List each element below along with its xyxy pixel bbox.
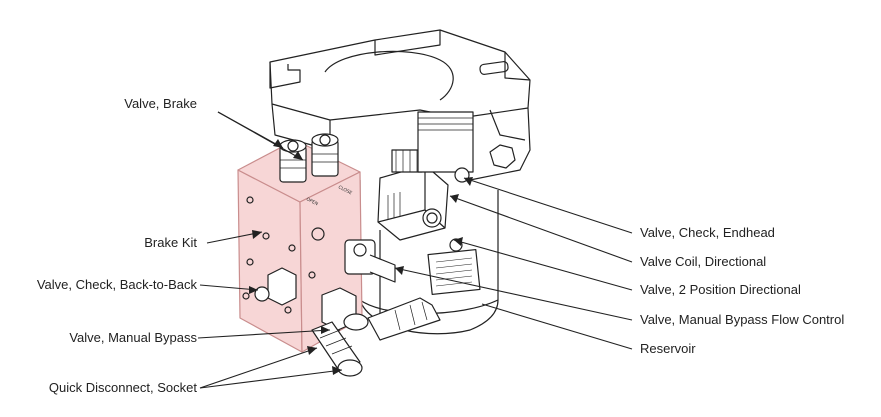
quick-disconnect-socket — [311, 321, 363, 377]
label-valve-coil-directional: Valve Coil, Directional — [640, 254, 767, 269]
leader-lines — [197, 111, 633, 389]
block-close-text: CLOSE — [337, 184, 353, 196]
mounting-bracket — [269, 29, 531, 181]
leader-arrowheads — [249, 139, 473, 375]
label-valve-check-back-to-back: Valve, Check, Back-to-Back — [36, 277, 197, 292]
manual-bypass-valve — [321, 287, 441, 341]
label-quick-disconnect-socket: Quick Disconnect, Socket — [48, 380, 197, 395]
label-reservoir: Reservoir — [640, 341, 696, 356]
bypass-flow-fitting — [344, 239, 396, 283]
label-valve-manual-bypass-flow-control: Valve, Manual Bypass Flow Control — [640, 312, 845, 327]
label-valve-brake: Valve, Brake — [124, 96, 197, 111]
directional-valve-coil — [377, 111, 474, 241]
label-brake-kit: Brake Kit — [144, 235, 197, 250]
check-valve-hex — [254, 267, 297, 306]
block-open-text: OPEN — [305, 196, 319, 207]
label-valve-check-endhead: Valve, Check, Endhead — [640, 225, 775, 240]
label-valve-manual-bypass: Valve, Manual Bypass — [69, 330, 197, 345]
endhead-plug — [489, 144, 516, 169]
label-valve-2-position-directional: Valve, 2 Position Directional — [640, 282, 801, 297]
